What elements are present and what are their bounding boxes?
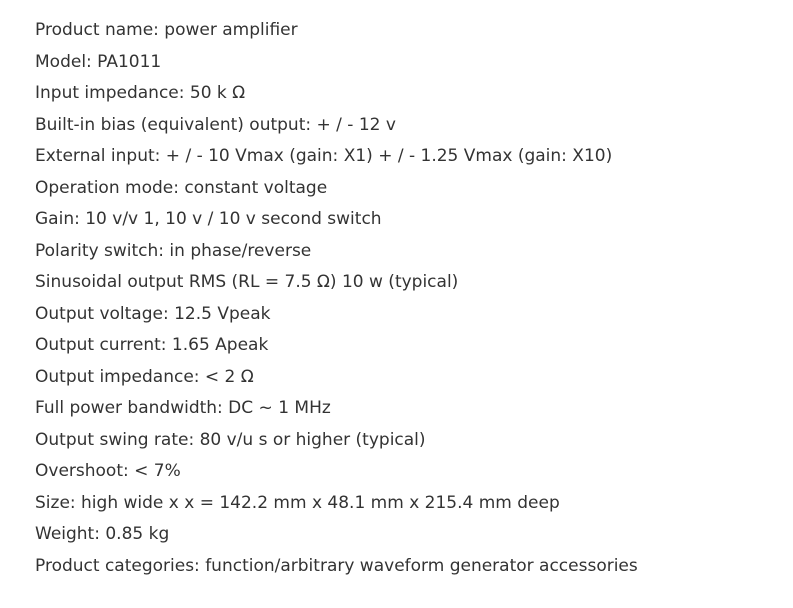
spec-product-categories: Product categories: function/arbitrary w…: [35, 555, 638, 576]
spec-output-impedance: Output impedance: < 2 Ω: [35, 366, 254, 387]
spec-output-swing-rate: Output swing rate: 80 v/u s or higher (t…: [35, 429, 426, 450]
spec-operation-mode: Operation mode: constant voltage: [35, 177, 328, 198]
spec-input-impedance: Input impedance: 50 k Ω: [35, 83, 246, 103]
spec-weight: Weight: 0.85 kg: [35, 524, 170, 544]
spec-size: Size: high wide x x = 142.2 mm x 48.1 mm…: [35, 492, 560, 513]
spec-model: Model: PA1011: [35, 51, 162, 72]
spec-external-input: External input: + / - 10 Vmax (gain: X1)…: [35, 146, 613, 166]
spec-gain: Gain: 10 v/v 1, 10 v / 10 v second switc…: [35, 209, 382, 229]
spec-overshoot: Overshoot: < 7%: [35, 461, 181, 481]
spec-builtin-bias-output: Built-in bias (equivalent) output: + / -…: [35, 114, 396, 135]
spec-sinusoidal-output: Sinusoidal output RMS (RL = 7.5 Ω) 10 w …: [35, 272, 459, 292]
spec-product-name: Product name: power amplifier: [35, 20, 298, 40]
spec-polarity-switch: Polarity switch: in phase/reverse: [35, 240, 312, 261]
spec-output-current: Output current: 1.65 Apeak: [35, 335, 269, 355]
spec-output-voltage: Output voltage: 12.5 Vpeak: [35, 303, 271, 324]
spec-list: Product name: power amplifier Model: PA1…: [35, 17, 638, 584]
spec-full-power-bandwidth: Full power bandwidth: DC ~ 1 MHz: [35, 398, 331, 418]
